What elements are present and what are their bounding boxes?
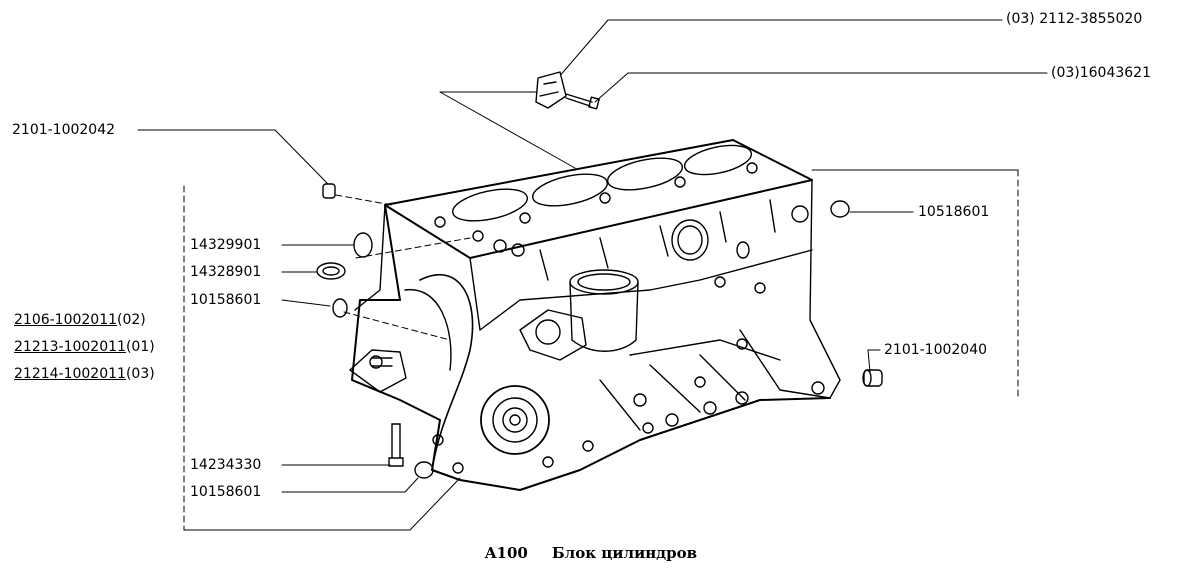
dashed-links — [183, 169, 1019, 531]
label-seal-1: 14329901 — [190, 237, 262, 253]
label-plug-right: 10518601 — [918, 204, 990, 220]
label-block-variant-2: 21213-1002011(01) — [14, 339, 155, 355]
figure-title: Блок цилиндров — [551, 544, 698, 562]
figure-code: A100 — [484, 544, 528, 562]
label-plug-bottom: 10158601 — [190, 484, 262, 500]
label-seal-2: 14328901 — [190, 264, 262, 280]
label-sensor: (03) 2112-3855020 — [1006, 11, 1143, 27]
label-plug-right-low: 2101-1002040 — [884, 342, 988, 358]
loose-parts — [316, 71, 883, 479]
label-plug-top: 2101-1002042 — [12, 122, 116, 138]
label-plug-left: 10158601 — [190, 292, 262, 308]
label-block-variant-3: 21214-1002011(03) — [14, 366, 155, 382]
leader-lines — [137, 19, 1048, 493]
figure-caption: A100 Блок цилиндров — [0, 544, 1182, 562]
label-block-variant-1: 2106-1002011(02) — [14, 312, 146, 328]
block-body — [349, 139, 841, 491]
label-bolt: 14234330 — [190, 457, 262, 473]
group-brackets — [183, 91, 1019, 531]
label-sensor-bolt: (03)16043621 — [1051, 65, 1151, 81]
